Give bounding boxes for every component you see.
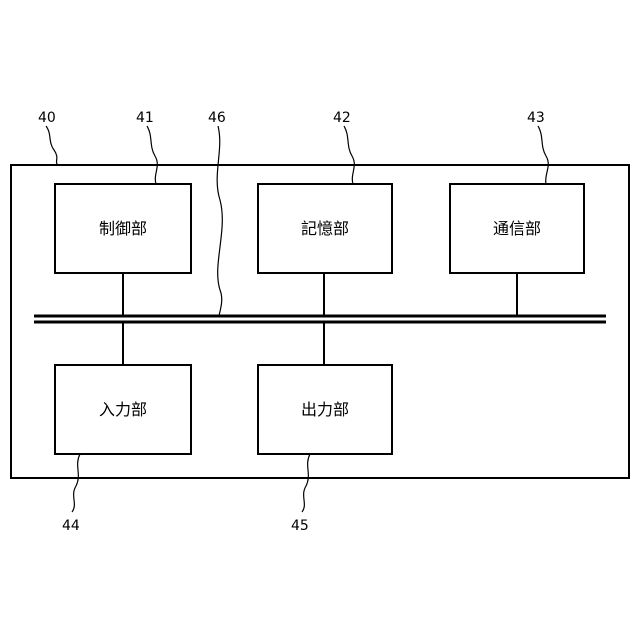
leader-42 xyxy=(344,126,354,184)
leader-46 xyxy=(217,126,222,316)
leader-40 xyxy=(46,126,58,165)
control-label: 制御部 xyxy=(99,219,147,238)
input-label: 入力部 xyxy=(99,400,147,419)
storage-label: 記憶部 xyxy=(301,219,349,238)
ref-42: 42 xyxy=(333,110,351,126)
leader-43 xyxy=(538,126,548,184)
ref-40: 40 xyxy=(38,110,56,126)
output-label: 出力部 xyxy=(301,400,349,419)
ref-45: 45 xyxy=(291,518,309,534)
ref-44: 44 xyxy=(62,518,80,534)
communication-label: 通信部 xyxy=(493,219,541,238)
leader-45 xyxy=(302,454,310,512)
ref-46: 46 xyxy=(208,110,226,126)
leader-44 xyxy=(72,454,80,512)
ref-41: 41 xyxy=(136,110,154,126)
ref-43: 43 xyxy=(527,110,545,126)
leader-41 xyxy=(147,126,157,184)
